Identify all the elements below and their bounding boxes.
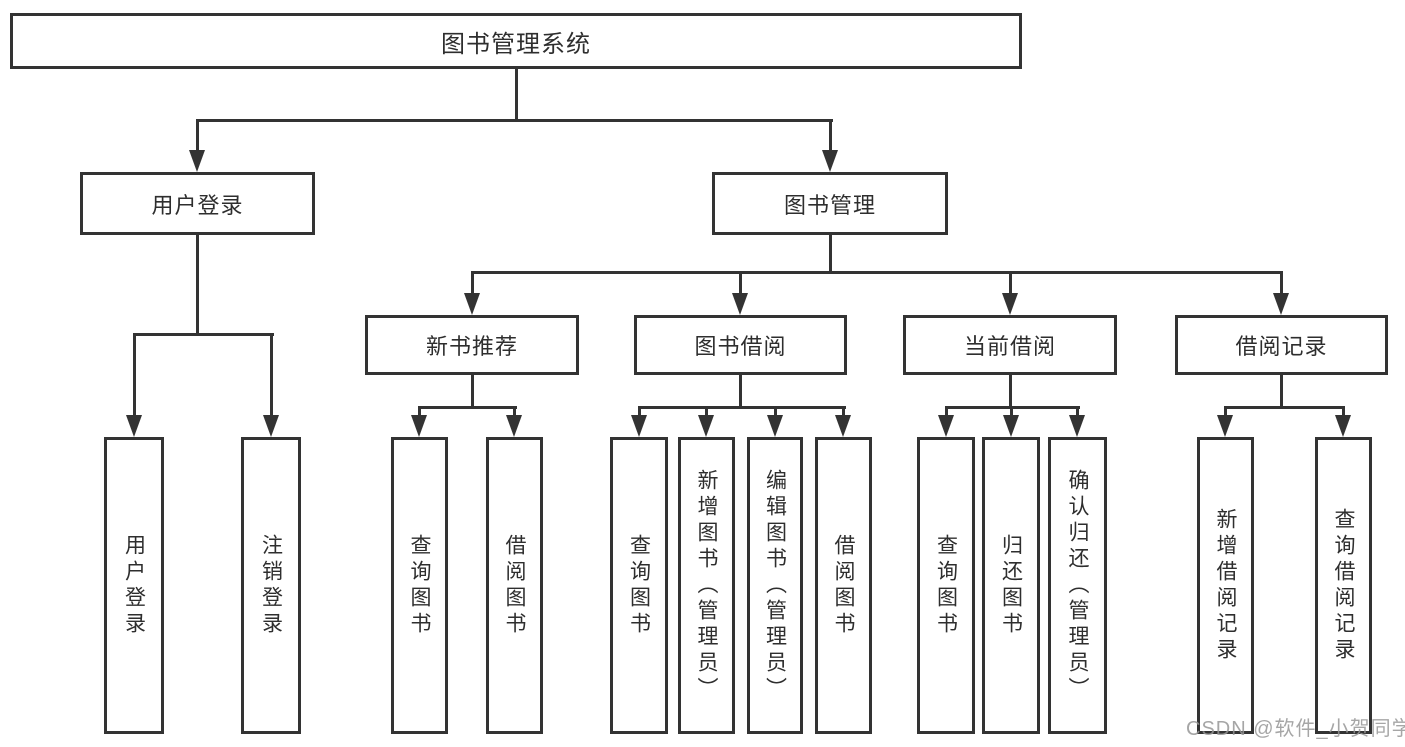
arrow-down-icon <box>1335 415 1351 437</box>
connector-line <box>829 235 832 274</box>
leaf-user-login: 用户登录 <box>104 437 164 734</box>
arrow-down-icon <box>506 415 522 437</box>
connector-line <box>513 406 516 418</box>
leaf-edit-book-admin: 编辑图书（管理员） <box>747 437 803 734</box>
connector-line <box>1280 271 1283 296</box>
arrow-down-icon <box>1002 293 1018 315</box>
node-borrowing-records: 借阅记录 <box>1175 315 1388 375</box>
leaf-confirm-return-admin: 确认归还（管理员） <box>1048 437 1107 734</box>
connector-line <box>1010 406 1013 418</box>
leaf-query-books-borrowing: 查询图书 <box>610 437 668 734</box>
connector-line <box>418 406 421 418</box>
arrow-down-icon <box>631 415 647 437</box>
arrow-down-icon <box>1273 293 1289 315</box>
arrow-down-icon <box>835 415 851 437</box>
connector-line <box>1009 271 1012 296</box>
node-new-book-recommend: 新书推荐 <box>365 315 579 375</box>
connector-line <box>842 406 845 418</box>
connector-line <box>471 271 474 296</box>
leaf-add-book-admin: 新增图书（管理员） <box>678 437 735 734</box>
connector-line <box>418 406 517 409</box>
connector-line <box>1009 375 1012 409</box>
leaf-borrow-books-recommend: 借阅图书 <box>486 437 543 734</box>
arrow-down-icon <box>938 415 954 437</box>
leaf-query-books-current: 查询图书 <box>917 437 975 734</box>
connector-line <box>515 68 518 120</box>
leaf-query-books-recommend: 查询图书 <box>391 437 448 734</box>
connector-line <box>1342 406 1345 418</box>
arrow-down-icon <box>698 415 714 437</box>
arrow-down-icon <box>464 293 480 315</box>
connector-line <box>196 119 833 122</box>
connector-line <box>133 333 136 418</box>
node-root-system: 图书管理系统 <box>10 13 1022 69</box>
connector-line <box>739 271 742 296</box>
connector-line <box>471 375 474 408</box>
leaf-borrow-books-borrowing: 借阅图书 <box>815 437 872 734</box>
arrow-down-icon <box>822 150 838 172</box>
leaf-add-borrow-record: 新增借阅记录 <box>1197 437 1254 734</box>
connector-line <box>471 271 1283 274</box>
connector-line <box>829 119 832 154</box>
node-current-borrowing: 当前借阅 <box>903 315 1117 375</box>
connector-line <box>270 333 273 418</box>
node-user-login: 用户登录 <box>80 172 315 235</box>
connector-line <box>1280 375 1283 408</box>
connector-line <box>945 406 948 418</box>
connector-line <box>1224 406 1227 418</box>
arrow-down-icon <box>1069 415 1085 437</box>
arrow-down-icon <box>732 293 748 315</box>
leaf-logout: 注销登录 <box>241 437 301 734</box>
leaf-query-borrow-record: 查询借阅记录 <box>1315 437 1372 734</box>
arrow-down-icon <box>1003 415 1019 437</box>
node-book-management: 图书管理 <box>712 172 948 235</box>
connector-line <box>196 235 199 335</box>
arrow-down-icon <box>126 415 142 437</box>
connector-line <box>638 406 641 418</box>
connector-line <box>1076 406 1079 418</box>
connector-line <box>133 333 274 336</box>
arrow-down-icon <box>189 150 205 172</box>
arrow-down-icon <box>1217 415 1233 437</box>
connector-line <box>705 406 708 418</box>
arrow-down-icon <box>263 415 279 437</box>
connector-line <box>739 375 742 408</box>
connector-line <box>774 406 777 418</box>
arrow-down-icon <box>767 415 783 437</box>
leaf-return-books: 归还图书 <box>982 437 1040 734</box>
connector-line <box>638 406 846 409</box>
connector-line <box>1224 406 1345 409</box>
csdn-watermark: CSDN @软件_小贺同学 <box>1186 718 1405 740</box>
node-book-borrowing: 图书借阅 <box>634 315 847 375</box>
arrow-down-icon <box>411 415 427 437</box>
connector-line <box>196 119 199 154</box>
